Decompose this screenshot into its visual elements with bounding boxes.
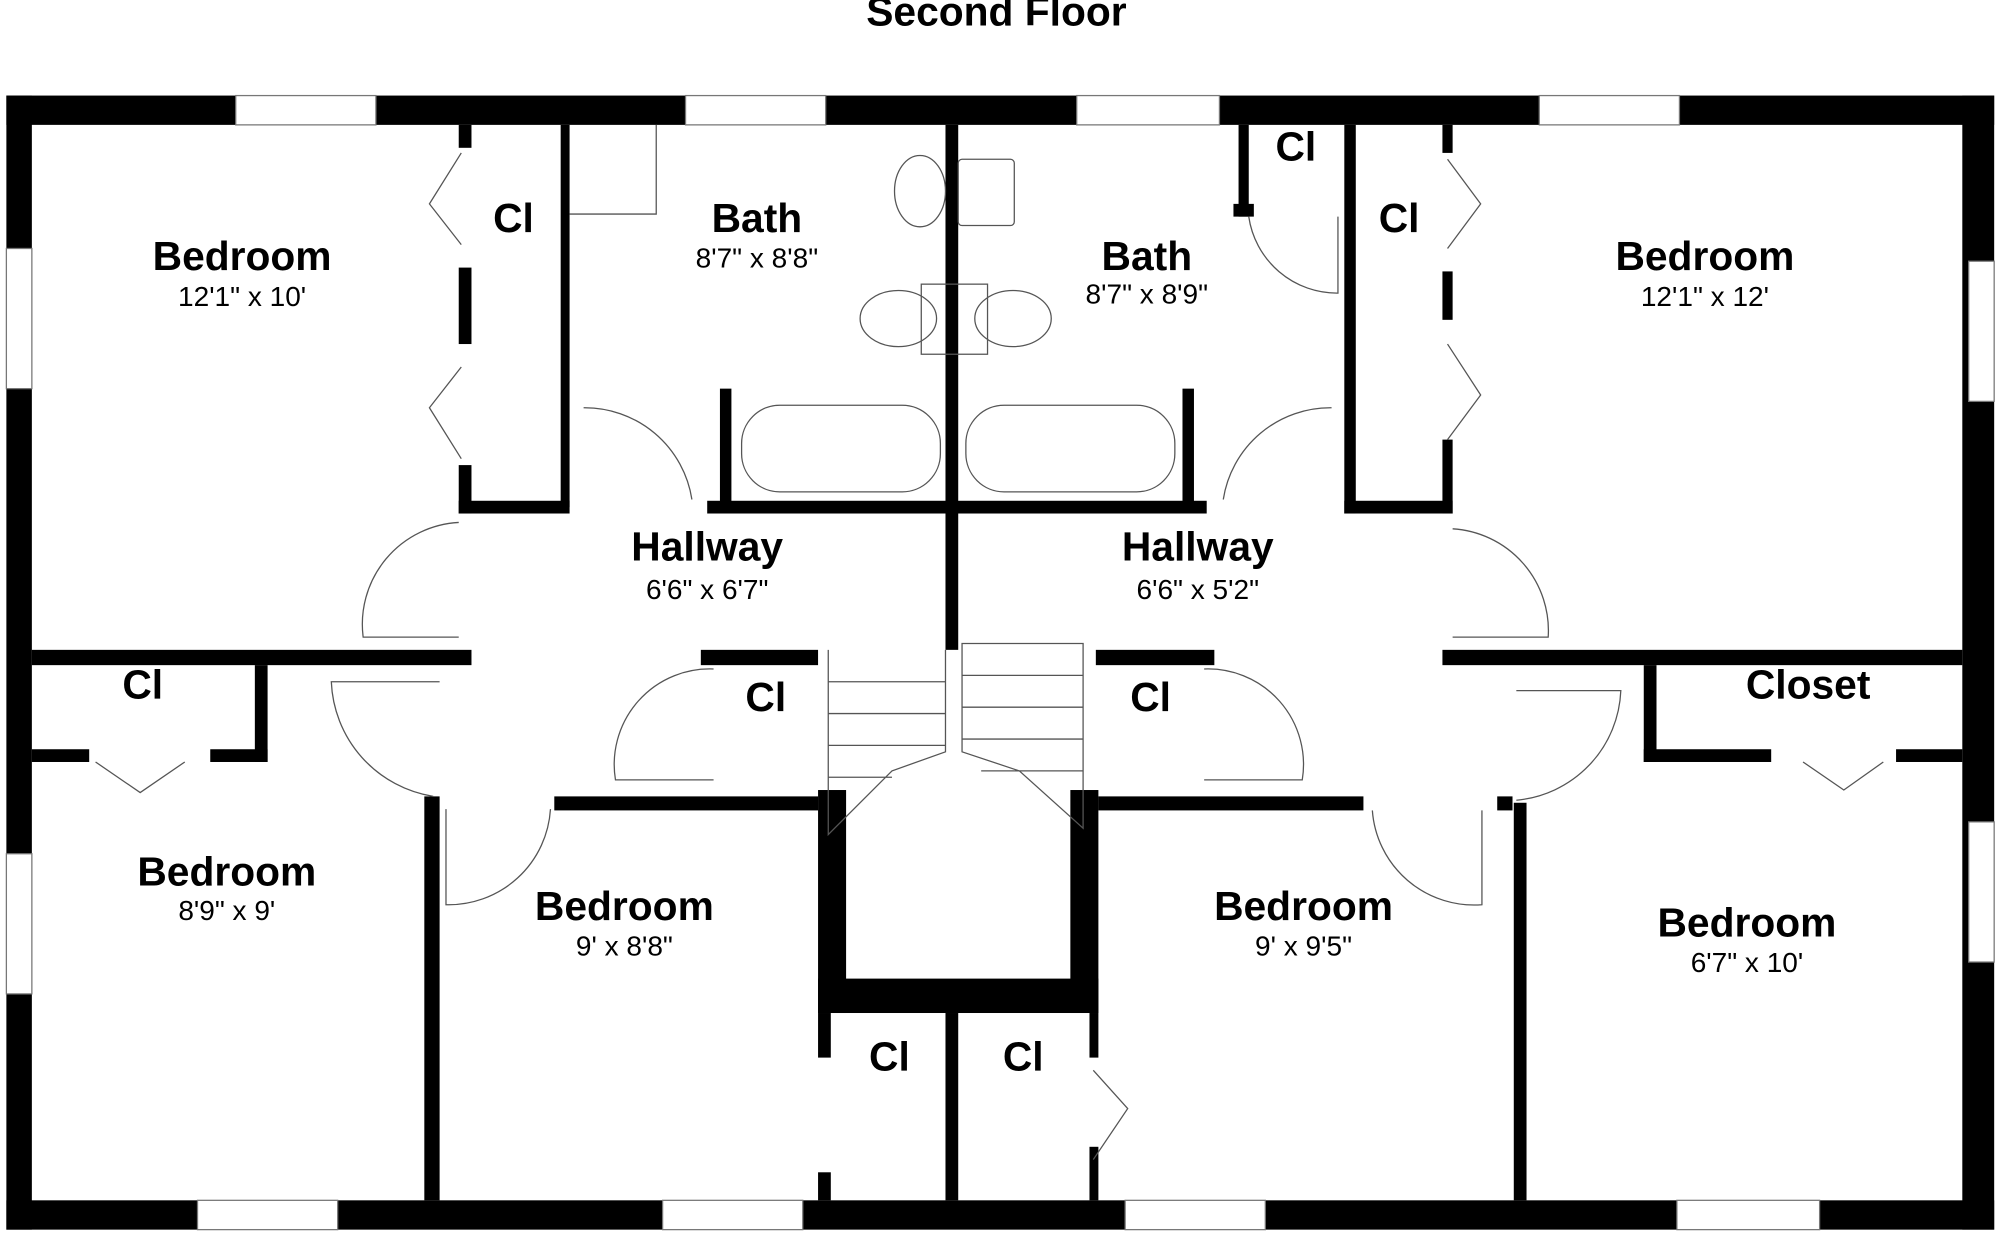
bathtub [965,404,1176,493]
room-name: Bedroom [1658,900,1837,946]
floor-title: Second Floor [866,0,1127,34]
window [1076,94,1221,126]
room-name: Hallway [631,524,783,570]
window [1968,260,1995,403]
closet-label: Cl [1130,674,1171,720]
closet-label: Cl [1379,195,1420,241]
closet-label: Cl [1276,124,1317,170]
room-name: Hallway [1122,524,1274,570]
closet-label: Cl [869,1033,910,1079]
room-dimensions: 12'1" x 10' [178,281,306,312]
room-dimensions: 8'9" x 9' [178,895,275,926]
room-dimensions: 6'6" x 6'7" [646,574,768,605]
window [1124,1199,1266,1231]
window [1538,94,1681,126]
closet-label: Cl [122,661,163,707]
room-dimensions: 8'7" x 8'8" [696,243,819,274]
sink [893,154,947,228]
room-dimensions: 9' x 8'8" [576,931,673,962]
room-name: Bath [712,195,803,241]
room-dimensions: 9' x 9'5" [1255,931,1352,962]
window [5,853,33,995]
closet-label: Cl [493,195,534,241]
room-name: Bedroom [1615,233,1794,279]
toilet [974,289,1052,348]
window [5,247,33,390]
bathtub [740,404,942,493]
toilet [859,289,938,348]
window [1676,1199,1821,1231]
window [661,1199,804,1231]
room-dimensions: 12'1" x 12' [1641,281,1769,312]
room-dimensions: 6'7" x 10' [1691,947,1804,978]
room-name: Bedroom [137,849,316,895]
room-dimensions: 8'7" x 8'9" [1086,278,1209,309]
stairs [827,642,1084,837]
room-name: Bedroom [1214,883,1393,929]
window [196,1199,339,1231]
window [684,94,827,126]
window [235,94,377,126]
room-name: Bedroom [153,233,332,279]
closet-label: Cl [1003,1033,1044,1079]
room-dimensions: 6'6" x 5'2" [1137,574,1260,605]
room-labels: Bedroom 12'1" x 10' Bath 8'7" x 8'8" Bat… [122,124,1871,1080]
fixtures [569,124,1176,493]
windows [5,94,1995,1231]
closet-label: Closet [1746,661,1871,707]
toilet-tank [920,283,989,355]
window [1968,821,1995,963]
doors [95,152,1884,1160]
room-name: Bath [1102,233,1193,279]
room-name: Bedroom [535,883,714,929]
sink [957,158,1015,227]
closet-label: Cl [745,674,786,720]
